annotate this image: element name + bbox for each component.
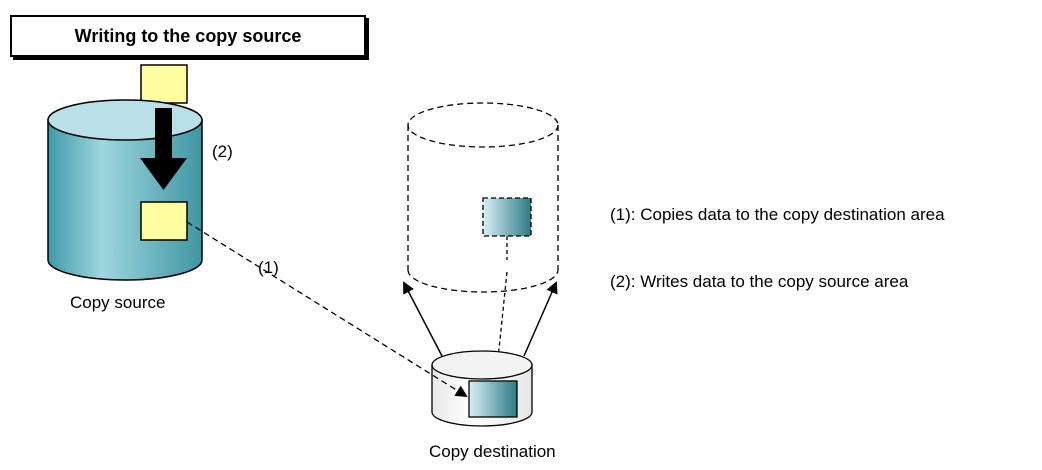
legend-item-1: (1): Copies data to the copy destination… — [610, 205, 945, 224]
legend-item-2: (2): Writes data to the copy source area — [610, 272, 909, 291]
destination-area-cylinder — [407, 102, 559, 293]
source-data-block — [140, 201, 188, 241]
copy-source-label: Copy source — [70, 293, 166, 312]
copy-arrow — [186, 221, 468, 398]
dest-link-line-lower — [495, 271, 508, 379]
title-box: Writing to the copy source — [10, 15, 366, 57]
write-arrow — [140, 108, 187, 190]
incoming-data-block — [140, 64, 188, 104]
destination-data-block — [468, 380, 518, 418]
copy-source-cylinder — [47, 99, 203, 281]
marker-1-label: (1) — [258, 258, 279, 277]
expand-arrow-right — [523, 281, 558, 357]
marker-2-label: (2) — [212, 142, 233, 161]
expand-arrow-left — [403, 281, 443, 357]
copy-destination-label: Copy destination — [429, 442, 556, 461]
title-text: Writing to the copy source — [74, 25, 302, 46]
destination-area-block — [482, 197, 532, 237]
